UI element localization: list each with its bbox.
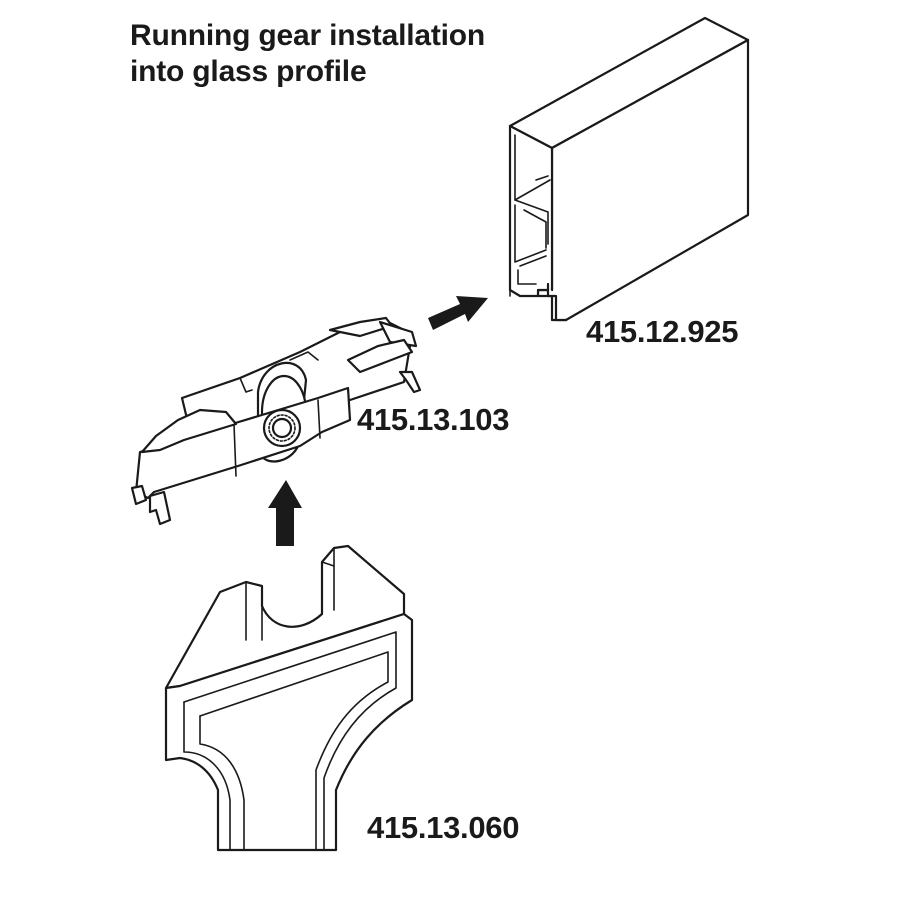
label-installation-tool: 415.13.060 bbox=[367, 810, 520, 845]
installation-tool-drawing bbox=[164, 544, 414, 852]
arrow-gear-to-profile-icon bbox=[428, 296, 488, 330]
diagram-title: Running gear installation into glass pro… bbox=[130, 18, 485, 90]
label-running-gear: 415.13.103 bbox=[357, 402, 510, 437]
arrow-tool-to-gear-icon bbox=[268, 480, 302, 546]
title-line-2: into glass profile bbox=[130, 55, 367, 88]
title-line-1: Running gear installation bbox=[130, 19, 486, 52]
running-gear-drawing bbox=[130, 316, 422, 526]
label-glass-profile: 415.12.925 bbox=[586, 314, 739, 349]
glass-profile-drawing bbox=[508, 16, 750, 322]
